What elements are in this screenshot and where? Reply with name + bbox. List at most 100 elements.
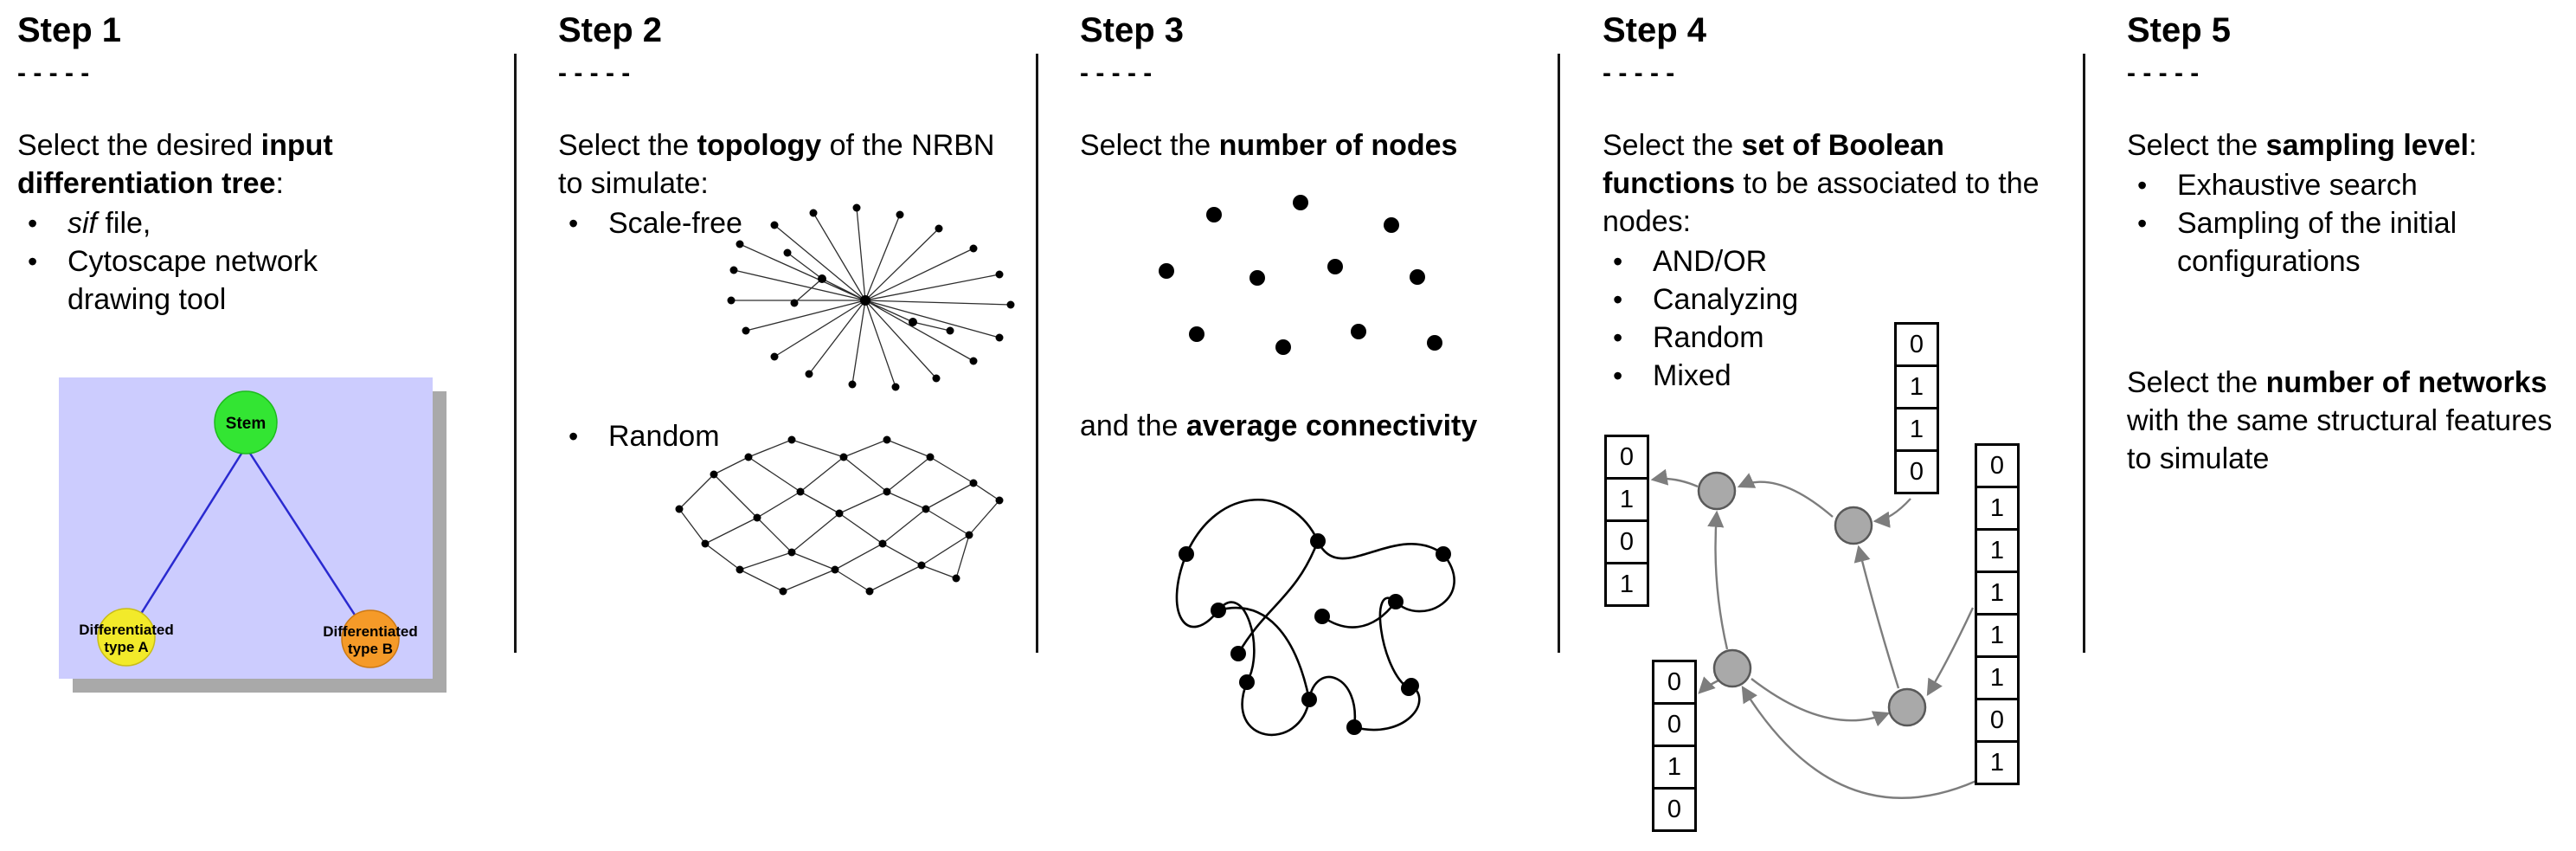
bullet-random-functions: Random: [1603, 319, 2077, 357]
truth-table-cell: 0: [1652, 702, 1697, 747]
bullet-mixed: Mixed: [1603, 357, 2077, 395]
truth-table-right: 0 1 1 1 1 1 0 1: [1975, 443, 2020, 785]
bullet-icon: [1603, 242, 1653, 280]
intro-text: :: [2468, 129, 2477, 162]
bullet-exhaustive-search: Exhaustive search: [2127, 166, 2570, 204]
intro-text: Select the: [1080, 129, 1219, 162]
column-divider: [1036, 54, 1038, 653]
step-5-bullet-list: Exhaustive search Sampling of the initia…: [2127, 166, 2570, 280]
connectivity-tangle-illustration: [1175, 499, 1455, 737]
bullet-label: Canalyzing: [1653, 283, 1799, 316]
bullet-label: Random: [1653, 321, 1764, 354]
intro-bold: topology: [697, 129, 822, 162]
step-3-dashes: - - - - -: [1080, 59, 1153, 87]
truth-table-cell: 1: [1975, 740, 2020, 785]
bullet-scale-free: Scale-free: [558, 204, 1025, 242]
truth-table-cell: 0: [1604, 435, 1649, 480]
bullet-label: Mixed: [1653, 359, 1731, 392]
text: and the: [1080, 409, 1186, 442]
step-2-title: Step 2: [558, 11, 663, 49]
bullet-and-or: AND/OR: [1603, 242, 2077, 280]
step-2-dashes: - - - - -: [558, 59, 631, 87]
intro-bold: sampling level: [2265, 129, 2469, 162]
bullet-italic: sif: [67, 207, 97, 240]
type-b-label-line1: Differentiated: [323, 623, 418, 640]
truth-table-cell: 1: [1652, 745, 1697, 790]
differentiated-type-a-node: [97, 608, 156, 667]
differentiated-type-b-node: [341, 609, 400, 668]
bullet-sif-file: sif file,: [17, 204, 405, 242]
boolean-node: [1887, 687, 1927, 727]
boolean-network-graph: [1650, 468, 1977, 799]
intro-text: of the NRBN to simulate:: [558, 129, 995, 200]
bullet-icon: [2127, 204, 2177, 280]
random-network-illustration: [675, 435, 1004, 596]
step-2-column: Step 2 - - - - - Select the topology of …: [558, 0, 1025, 851]
intro-text: Select the: [558, 129, 697, 162]
step-5-intro: Select the sampling level:: [2127, 126, 2570, 164]
scale-free-network-illustration: [727, 203, 1015, 391]
boolean-node: [1697, 471, 1737, 511]
random-nodes: [675, 435, 1004, 596]
column-divider: [2083, 54, 2085, 653]
bullet-icon: [558, 204, 608, 242]
column-divider: [1558, 54, 1560, 653]
intro-text: :: [275, 167, 284, 200]
step-1-bullet-list: sif file, Cytoscape network drawing tool: [17, 204, 405, 319]
step-3-title: Step 3: [1080, 11, 1185, 49]
bullet-random: Random: [558, 417, 818, 455]
truth-table-bottom-left: 0 0 1 0: [1652, 660, 1697, 832]
truth-table-cell: 1: [1975, 655, 2020, 700]
intro-bold: number of nodes: [1218, 129, 1458, 162]
truth-table-top: 0 1 1 0: [1894, 322, 1939, 494]
step-4-dashes: - - - - -: [1603, 59, 1675, 87]
bullet-label: sif file,: [67, 204, 405, 242]
bullet-cytoscape: Cytoscape network drawing tool: [17, 242, 405, 319]
bullet-icon: [17, 204, 67, 242]
step-5-title: Step 5: [2127, 11, 2232, 49]
intro-text: Select the: [2127, 129, 2266, 162]
step-1-column: Step 1 - - - - - Select the desired inpu…: [17, 0, 489, 851]
step-3-column: Step 3 - - - - - Select the number of no…: [1080, 0, 1547, 851]
step-5-column: Step 5 - - - - - Select the sampling lev…: [2127, 0, 2570, 851]
text-bold: number of networks: [2265, 366, 2547, 399]
bullet-label: Exhaustive search: [2177, 169, 2418, 202]
boolean-network-diagram: 0 1 1 0 0 1 0 1 0 0 1 0 0 1 1 1 1 1 0 1: [1604, 322, 2077, 848]
column-divider: [514, 54, 517, 653]
boolean-node: [1834, 506, 1873, 545]
step-4-title: Step 4: [1603, 11, 1707, 49]
truth-table-cell: 1: [1975, 486, 2020, 531]
bullet-label: Sampling of the initial configurations: [2177, 207, 2457, 278]
bullet-sampling-initial-configurations: Sampling of the initial configurations: [2127, 204, 2570, 280]
truth-table-cell: 1: [1894, 407, 1939, 452]
type-b-label-line2: type B: [348, 641, 393, 657]
step-1-dashes: - - - - -: [17, 59, 90, 87]
bullet-label: Random: [608, 420, 720, 453]
step-4-intro: Select the set of Boolean functions to b…: [1603, 126, 2077, 241]
intro-bold: input differentiation tree: [17, 129, 333, 200]
bullet-icon: [17, 242, 67, 319]
truth-table-cell: 0: [1975, 443, 2020, 488]
network-arrows: [1650, 468, 1977, 799]
truth-table-cell: 0: [1652, 787, 1697, 832]
step-1-title: Step 1: [17, 11, 122, 49]
bullet-icon: [1603, 280, 1653, 319]
intro-text: Select the: [1603, 129, 1742, 162]
truth-table-cell: 1: [1604, 477, 1649, 522]
text-bold: average connectivity: [1185, 409, 1478, 442]
step-4-column: Step 4 - - - - - Select the set of Boole…: [1603, 0, 2077, 851]
step-5-dashes: - - - - -: [2127, 59, 2200, 87]
truth-table-cell: 0: [1894, 322, 1939, 367]
bullet-icon: [2127, 166, 2177, 204]
bullet-text: file,: [97, 207, 151, 240]
bullet-icon: [558, 417, 608, 455]
truth-table-cell: 0: [1894, 449, 1939, 494]
bullet-label: Scale-free: [608, 207, 742, 240]
differentiation-tree-illustration: Stem Differentiated type A Differentiate…: [59, 377, 446, 693]
tangle-nodes: [1179, 533, 1451, 735]
bullet-label: Cytoscape network drawing tool: [67, 245, 318, 316]
bullet-canalyzing: Canalyzing: [1603, 280, 2077, 319]
truth-table-cell: 1: [1894, 364, 1939, 409]
scale-free-edges: [731, 207, 1012, 388]
stem-label: Stem: [226, 415, 266, 433]
